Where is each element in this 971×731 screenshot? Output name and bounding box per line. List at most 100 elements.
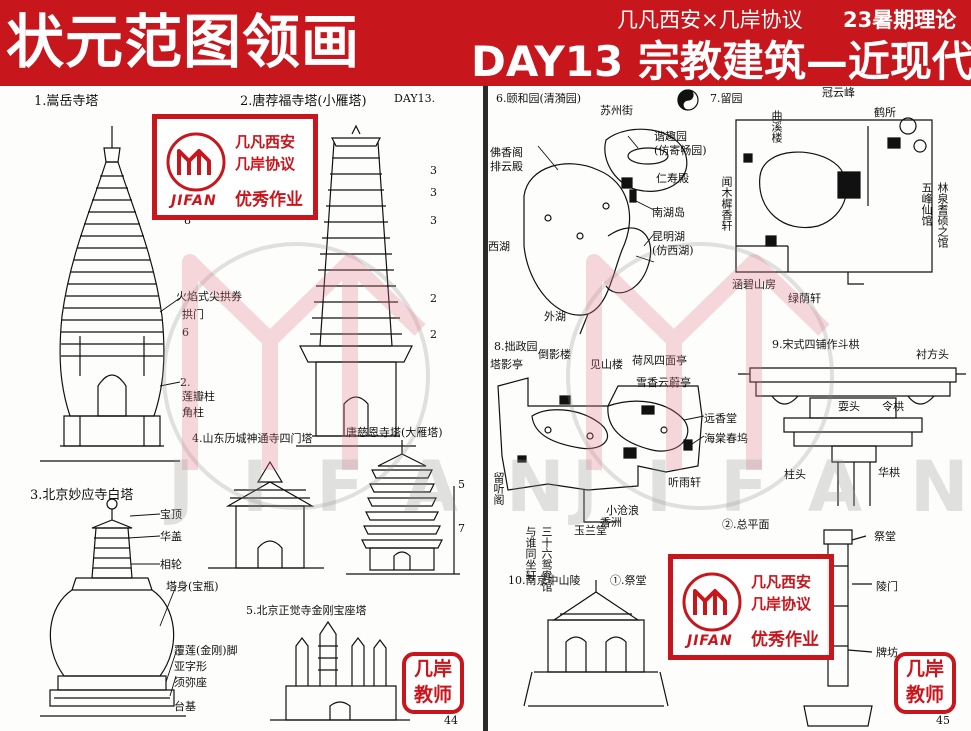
sketch4-title: 4.山东历城神通寺四门塔 — [192, 432, 313, 445]
teacher-badge-line2: 教师 — [413, 684, 452, 706]
annot-sacrificial-hall-plan: 祭堂 — [874, 530, 896, 543]
annot-xiangzhou: 香洲 — [600, 516, 622, 529]
right-annotation-leaders — [538, 136, 704, 444]
annot-west-lake: 西湖 — [488, 240, 510, 253]
sketch8-title: 8.拙政园 — [494, 340, 538, 353]
count-right-5: 2 — [430, 328, 437, 341]
sketch9-title: 9.宋式四铺作斗栱 — [772, 338, 860, 351]
annot-xiaocanglang: 小沧浪 — [606, 504, 639, 517]
annot-quxi-tower: 曲溪楼 — [770, 110, 783, 143]
sketch3-title: 3.北京妙应寺白塔 — [30, 488, 134, 503]
count-six: 6 — [182, 326, 189, 339]
teacher-badge-line2: 教师 — [905, 684, 944, 706]
count-right-1: 3 — [430, 164, 437, 177]
sketch6-title: 6.颐和园(清漪园) — [496, 92, 582, 105]
scale-mark-7: 7 — [458, 522, 465, 535]
teacher-badge-right: 几岸 教师 — [894, 652, 956, 714]
annot-outer-lake: 外湖 — [544, 310, 566, 323]
teacher-badge-left: 几岸 教师 — [402, 652, 464, 714]
page-gutter — [483, 86, 488, 731]
annot-nanhu-island: 南湖岛 — [652, 206, 685, 219]
annot-shuatou: 耍头 — [838, 400, 860, 413]
count-right-2: 3 — [430, 186, 437, 199]
annot-yulan-hall: 玉兰堂 — [574, 524, 607, 537]
annot-hefeng-pavilion: 荷风四面亭 — [632, 354, 687, 367]
sketch2-title: 2.唐荐福寺塔(小雁塔) — [240, 94, 367, 109]
annot-yuanxiang-hall: 远香堂 — [704, 412, 737, 425]
lingering-garden-plan-drawing — [736, 118, 932, 284]
annot-sacrificial-hall: ①.祭堂 — [610, 574, 647, 587]
annot-lotus-foot: 覆莲(金刚)脚 — [174, 644, 238, 657]
left-notebook-page: 1.嵩岳寺塔 2.唐荐福寺塔(小雁塔) DAY13. 火焰式尖拱券 拱门 6 2… — [0, 86, 483, 731]
annot-suzhou-street: 苏州街 — [600, 104, 633, 117]
annot-xumizuo: 须弥座 — [174, 676, 207, 689]
song-dougong-drawing — [738, 368, 966, 506]
small-goose-pagoda-drawing — [296, 126, 416, 446]
simen-pagoda-drawing — [208, 462, 324, 568]
teacher-badge-line1: 几岸 — [905, 658, 944, 680]
header-banner: 状元范图领画 几凡西安×几岸协议 23暑期理论 DAY13 宗教建筑—近现代 — [0, 0, 971, 86]
stamp-line2: 几岸协议 — [235, 155, 296, 173]
humble-garden-plan-drawing — [498, 378, 702, 522]
annot-kunming-sub: (仿西湖) — [652, 244, 694, 257]
annot-hanbi-house: 涵碧山房 — [732, 278, 776, 291]
sketch7-title: 7.留园 — [710, 92, 743, 105]
annot-haitang-dock: 海棠春坞 — [704, 432, 748, 445]
teacher-badge-line1: 几岸 — [413, 658, 452, 680]
stamp-line2: 几岸协议 — [751, 595, 812, 613]
excellent-work-stamp-left: JIFAN 几凡西安 几岸协议 优秀作业 — [152, 114, 318, 220]
big-goose-pagoda-drawing — [346, 440, 460, 574]
annot-lvyin-pavilion: 绿荫轩 — [788, 292, 821, 305]
annot-linquan-hall: 林泉耆硕之馆 — [936, 182, 949, 248]
annot-zhutou: 柱头 — [784, 468, 806, 481]
annot-kunming-lake: 昆明湖 — [652, 230, 685, 243]
banner-subtitle: 几凡西安×几岸协议 — [617, 8, 803, 32]
annot-yazixing: 亚字形 — [174, 660, 207, 673]
day-mark: DAY13. — [394, 92, 436, 105]
annot-xuexiang-pavilion: 雪香云蔚亭 — [636, 376, 691, 389]
summer-palace-plan-drawing — [524, 129, 687, 334]
annot-yushui-pavilion: 与谁同坐轩 — [524, 526, 537, 581]
annot-flame-arch: 火焰式尖拱券 — [176, 290, 242, 303]
annot-jizuo: 台基 — [174, 700, 196, 713]
scale-mark-5: 5 — [458, 478, 465, 491]
annot-36-mandarin-hall: 三十六鸳鸯馆 — [540, 526, 553, 592]
left-page-number: 44 — [444, 714, 458, 727]
count-eight: 8 — [184, 214, 191, 227]
annot-tingyu-pavilion: 听雨轩 — [668, 476, 701, 489]
annot-xianglun: 相轮 — [160, 558, 182, 571]
banner-main-title: 状元范图领画 — [6, 8, 361, 76]
white-dagoba-drawing — [40, 499, 186, 716]
sketch5-title: 5.北京正觉寺金刚宝座塔 — [246, 604, 367, 617]
annot-xiequyuan-sub: (仿寄畅园) — [654, 144, 707, 157]
jifan-logo-icon — [166, 132, 226, 192]
annot-chenfangtou: 衬方头 — [916, 348, 949, 361]
songyue-pagoda-drawing — [40, 126, 180, 461]
banner-day-title: DAY13 宗教建筑—近现代 — [471, 37, 971, 86]
annot-renshou: 仁寿殿 — [656, 172, 689, 185]
sketch10-title: 10.南京中山陵 — [508, 574, 581, 587]
annot-wufeng-hall: 五峰仙馆 — [920, 182, 933, 226]
stamp-line3: 优秀作业 — [751, 630, 819, 650]
annot-guanyun-peak: 冠云峰 — [822, 86, 855, 99]
annot-tashen: 塔身(宝瓶) — [166, 580, 219, 593]
excellent-work-stamp-right: JIFAN 几凡西安 几岸协议 优秀作业 — [668, 554, 834, 660]
sun-yatsen-mausoleum-drawing — [524, 580, 668, 706]
stamp-brand: JIFAN — [171, 193, 217, 209]
annot-linggong: 令栱 — [882, 400, 904, 413]
annot-xiequyuan: 谐趣园 — [654, 130, 687, 143]
annot-memorial-archway: 牌坊 — [876, 646, 898, 659]
annot-lotus-column: 莲瓣柱 — [182, 390, 215, 403]
annot-wenmuxi-pavilion: 闻木樨香轩 — [720, 176, 733, 231]
stamp-line3: 优秀作业 — [235, 190, 303, 210]
annot-arch-door: 拱门 — [182, 308, 204, 321]
banner-term: 23暑期理论 — [843, 8, 957, 32]
left-page-sketches — [0, 86, 483, 731]
left-annotation-leaders — [128, 298, 180, 696]
annot-huagai: 华盖 — [160, 530, 182, 543]
annot-mausoleum-gate: 陵门 — [876, 580, 898, 593]
annot-paiyun: 排云殿 — [490, 160, 523, 173]
sketch1-title: 1.嵩岳寺塔 — [34, 94, 99, 109]
annot-corner-column: 角柱 — [182, 406, 204, 419]
count-two: 2. — [180, 376, 191, 389]
